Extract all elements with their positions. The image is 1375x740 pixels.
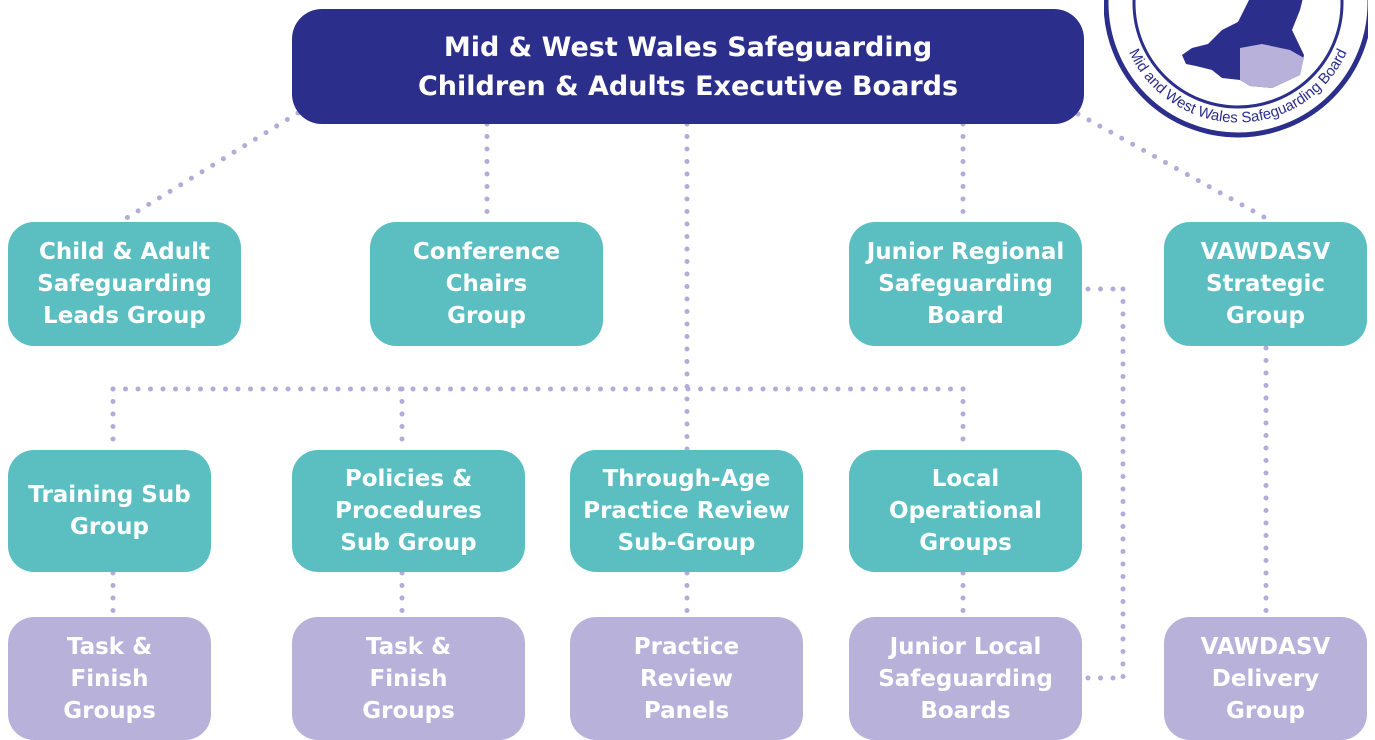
box-label-line: Safeguarding [37, 271, 212, 297]
box-label-line: Task & [365, 633, 452, 660]
box-label-line: Operational [889, 498, 1042, 524]
box-label-line: Practice Review [583, 498, 790, 524]
box-label-line: VAWDASV [1200, 633, 1331, 660]
box-label-line: Finish [70, 665, 149, 692]
conference-chairs-group-box: Conference Chairs Group [370, 222, 603, 346]
box-label-line: Practice [633, 633, 740, 660]
box-label-line: Groups [63, 697, 156, 724]
junior-local-boards-box: Junior Local Safeguarding Boards [849, 617, 1082, 740]
box-label-line: Safeguarding [878, 271, 1053, 297]
box-label-line: Local [931, 466, 1000, 492]
training-sub-group-box: Training Sub Group [8, 450, 211, 572]
box-label-line: Review [639, 665, 734, 692]
box-label-line: Training Sub [28, 482, 191, 508]
executive-title-line: Mid & West Wales Safeguarding [443, 31, 933, 63]
box-label-line: Sub Group [340, 530, 477, 556]
child-adult-leads-group-box: Child & Adult Safeguarding Leads Group [8, 222, 241, 346]
task-finish-groups-box: Task & Finish Groups [8, 617, 211, 740]
box-label-line: Sub-Group [617, 530, 756, 556]
executive-title-line: Children & Adults Executive Boards [417, 70, 959, 102]
executive-boards-box: Mid & West Wales Safeguarding Children &… [292, 9, 1084, 124]
task-finish-groups-box: Task & Finish Groups [292, 617, 525, 740]
box-label-line: Conference [412, 239, 561, 265]
box-label-line: Boards [920, 697, 1011, 724]
box-label-line: Delivery [1211, 665, 1320, 692]
box-label-line: Junior Local [889, 633, 1042, 660]
local-operational-groups-box: Local Operational Groups [849, 450, 1082, 572]
practice-review-panels-box: Practice Review Panels [570, 617, 803, 740]
junior-regional-board-box: Junior Regional Safeguarding Board [849, 222, 1082, 346]
box-label-line: Chairs [445, 271, 528, 297]
box-label-line: Board [927, 303, 1004, 329]
connector [117, 110, 301, 225]
box-label-line: Policies & [344, 466, 473, 492]
vawdasv-delivery-group-box: VAWDASV Delivery Group [1164, 617, 1367, 740]
box-label-line: Leads Group [43, 303, 206, 329]
box-label-line: Group [1226, 697, 1305, 724]
box-label-line: Task & [66, 633, 153, 660]
box-label-line: Through-Age [602, 466, 771, 492]
box-label-line: Group [70, 514, 149, 540]
box-label-line: Panels [643, 697, 730, 724]
box-label-line: Procedures [335, 498, 482, 524]
box-label-line: Junior Regional [866, 239, 1065, 265]
vawdasv-strategic-group-box: VAWDASV Strategic Group [1164, 222, 1367, 346]
box-label-line: Child & Adult [38, 239, 211, 265]
box-label-line: Groups [919, 530, 1012, 556]
box-label-line: Finish [369, 665, 448, 692]
box-label-line: Safeguarding [878, 665, 1053, 692]
box-label-line: VAWDASV [1200, 239, 1331, 265]
box-label-line: Group [447, 303, 526, 329]
box-label-line: Strategic [1205, 271, 1325, 297]
through-age-practice-review-box: Through-Age Practice Review Sub-Group [570, 450, 803, 572]
connector [1075, 111, 1276, 225]
board-logo: Mid and West Wales Safeguarding Board [1104, 0, 1368, 138]
box-label-line: Group [1226, 303, 1305, 329]
box-label-line: Groups [362, 697, 455, 724]
policies-procedures-sub-group-box: Policies & Procedures Sub Group [292, 450, 525, 572]
